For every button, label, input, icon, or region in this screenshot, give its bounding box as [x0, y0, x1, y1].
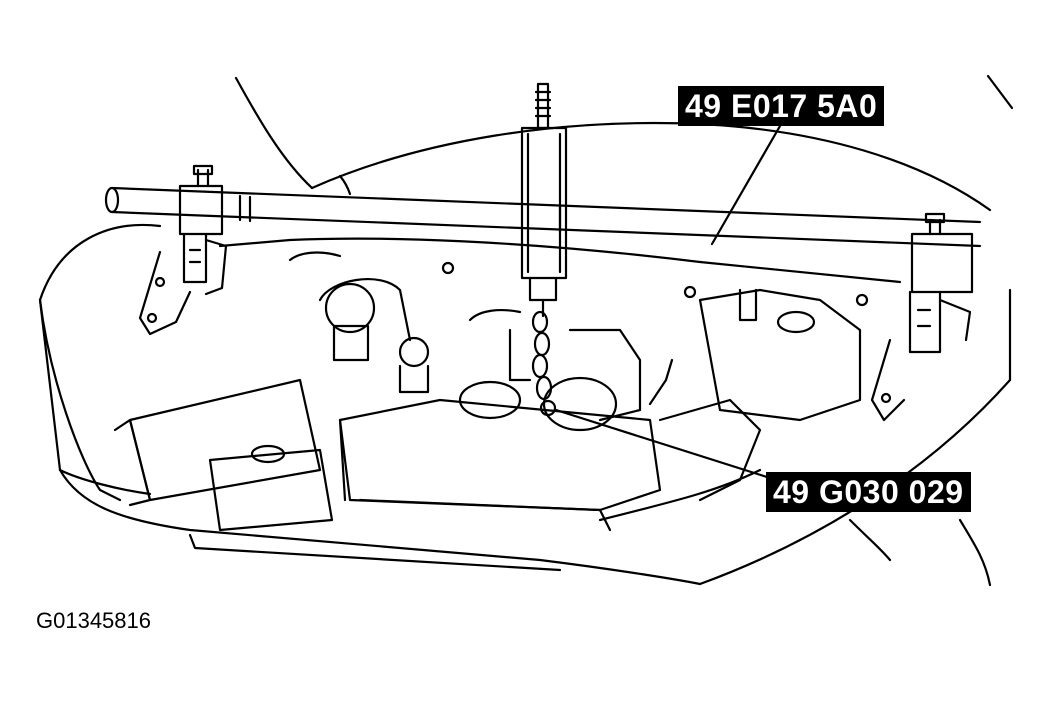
windshield-outline [236, 76, 1012, 210]
right-support-bracket [872, 214, 972, 420]
callout-support-bar: 49 E017 5A0 [678, 86, 885, 126]
left-support-bracket [140, 166, 226, 334]
engine-components [115, 239, 900, 530]
engine-support-bar [106, 188, 980, 246]
figure-id: G01345816 [36, 608, 151, 633]
callout-hanger: 49 G030 029 [766, 472, 971, 512]
engine-hanger [522, 84, 566, 415]
leader-lines [556, 126, 780, 478]
